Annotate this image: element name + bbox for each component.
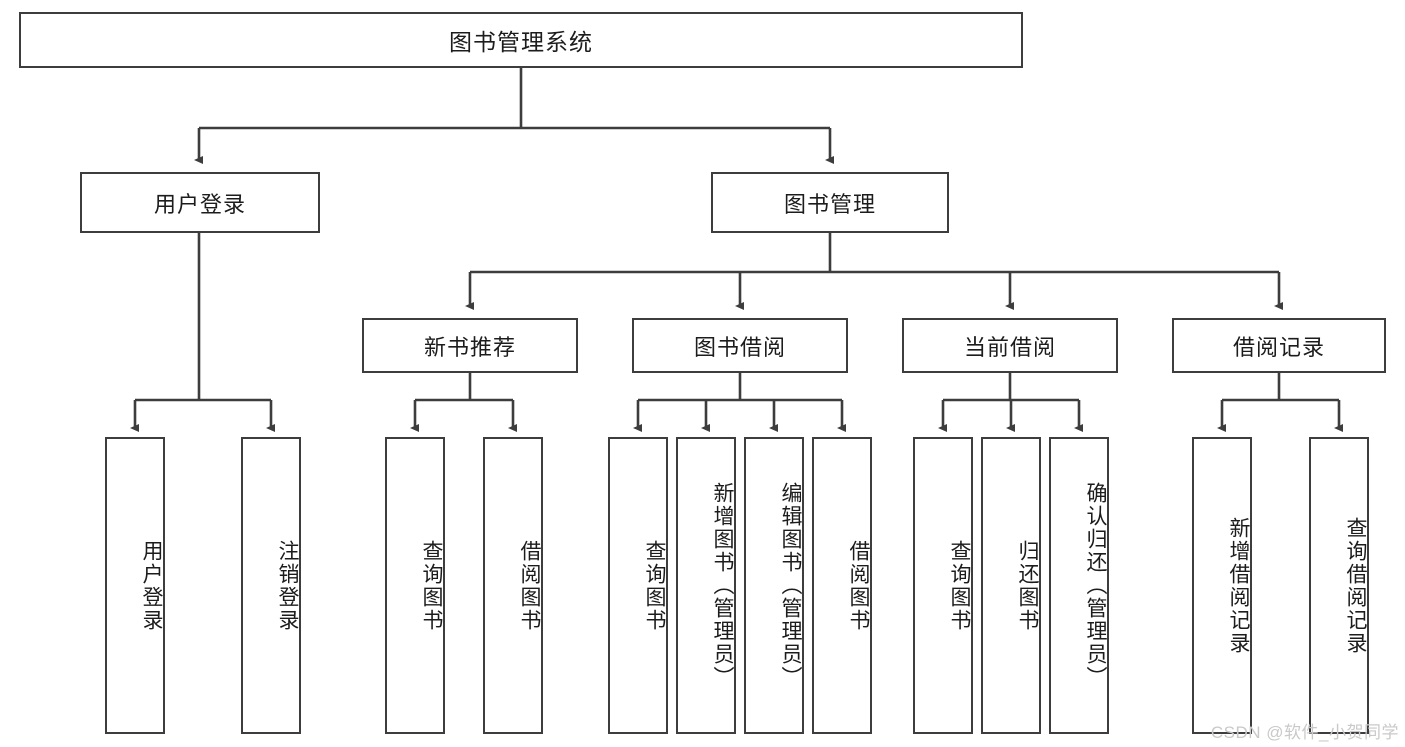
node-book-borrow[interactable]: 图书借阅 [632, 318, 848, 373]
leaf-recommend-borrow-book[interactable]: 借阅图书 [483, 437, 543, 734]
node-label: 图书管理系统 [449, 29, 593, 55]
leaf-borrow-add-book-admin[interactable]: 新增图书（管理员） [676, 437, 736, 734]
node-label: 查询图书 [948, 539, 971, 632]
node-user-login[interactable]: 用户登录 [80, 172, 320, 233]
node-label: 查询图书 [643, 539, 666, 632]
leaf-current-query-book[interactable]: 查询图书 [913, 437, 973, 734]
node-label: 编辑图书（管理员） [779, 482, 802, 689]
node-label: 借阅图书 [847, 539, 870, 632]
node-label: 当前借阅 [963, 334, 1056, 360]
node-root-system[interactable]: 图书管理系统 [19, 12, 1023, 68]
node-label: 图书借阅 [693, 334, 786, 360]
watermark-text: CSDN @软件_小贺同学 [1210, 723, 1399, 742]
node-label: 图书管理 [783, 191, 876, 217]
node-label: 确认归还（管理员） [1084, 482, 1107, 689]
node-label: 注销登录 [276, 539, 299, 632]
node-label: 归还图书 [1016, 539, 1039, 632]
node-label: 用户登录 [140, 539, 163, 632]
node-book-management[interactable]: 图书管理 [711, 172, 949, 233]
leaf-borrow-query-book[interactable]: 查询图书 [608, 437, 668, 734]
node-label: 新书推荐 [423, 334, 516, 360]
leaf-borrow-borrow-book[interactable]: 借阅图书 [812, 437, 872, 734]
node-label: 查询借阅记录 [1344, 516, 1367, 655]
node-label: 查询图书 [420, 539, 443, 632]
node-label: 用户登录 [153, 191, 246, 217]
leaf-recommend-query-book[interactable]: 查询图书 [385, 437, 445, 734]
leaf-current-confirm-return-admin[interactable]: 确认归还（管理员） [1049, 437, 1109, 734]
leaf-borrow-edit-book-admin[interactable]: 编辑图书（管理员） [744, 437, 804, 734]
leaf-current-return-book[interactable]: 归还图书 [981, 437, 1041, 734]
node-current-borrow[interactable]: 当前借阅 [902, 318, 1118, 373]
node-new-book-recommend[interactable]: 新书推荐 [362, 318, 578, 373]
node-label: 新增图书（管理员） [711, 482, 734, 689]
leaf-record-add-record[interactable]: 新增借阅记录 [1192, 437, 1252, 734]
node-borrow-record[interactable]: 借阅记录 [1172, 318, 1386, 373]
leaf-user-login-signout[interactable]: 注销登录 [241, 437, 301, 734]
node-label: 新增借阅记录 [1227, 516, 1250, 655]
leaf-record-query-record[interactable]: 查询借阅记录 [1309, 437, 1369, 734]
leaf-user-login-signin[interactable]: 用户登录 [105, 437, 165, 734]
node-label: 借阅记录 [1232, 334, 1325, 360]
node-label: 借阅图书 [518, 539, 541, 632]
